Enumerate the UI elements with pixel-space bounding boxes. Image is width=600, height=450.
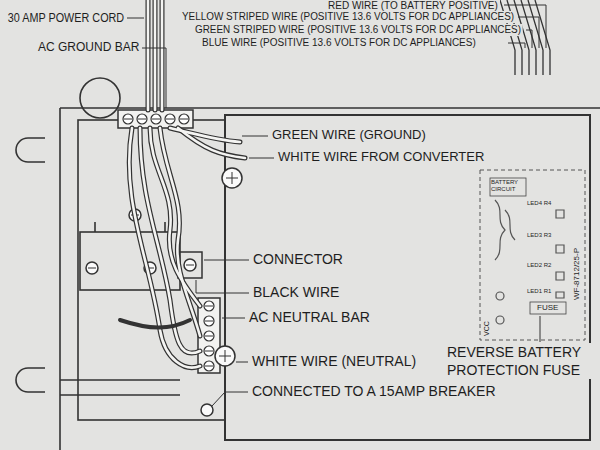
ground-bar [118,110,193,128]
circuit-board [480,170,585,340]
callout-label: FUSE [537,303,558,312]
callout-label: AC GROUND BAR [36,41,141,55]
callout-label: LED3 R3 [527,232,551,239]
callout-label: WHITE WIRE (NEUTRAL) [250,353,418,369]
callout-label: YELLOW STRIPED WIRE (POSITIVE 13.6 VOLTS… [180,11,516,23]
callout-label: WHITE WIRE FROM CONVERTER [276,150,486,165]
callout-label: GREEN WIRE (GROUND) [270,128,428,143]
callout-label: REVERSE BATTERY PROTECTION FUSE [445,343,599,379]
callout-label: AC NEUTRAL BAR [247,309,372,325]
callout-label: VCC [483,321,491,336]
callout-label: RED WIRE (TO BATTERY POSITIVE) [326,0,500,12]
callout-label: 30 AMP POWER CORD [6,12,126,26]
callout-label: BLUE WIRE (POSITIVE 13.6 VOLTS FOR DC AP… [200,37,478,49]
screws [86,168,242,416]
panel-outline [16,78,600,450]
callout-label: LED2 R2 [527,262,551,269]
callout-label: LED4 R4 [527,200,551,207]
callout-label: LED1 R1 [527,288,551,295]
callout-label: BLACK WIRE [251,284,341,300]
callout-label: GREEN STRIPED WIRE (POSITIVE 13.6 VOLTS … [193,24,523,36]
ac-wires [120,0,245,368]
callout-label: WF-8712/25-P [572,248,581,300]
callout-label: CONNECTED TO A 15AMP BREAKER [250,383,498,399]
callout-label: CONNECTOR [251,251,345,267]
callout-label: BATTERY CIRCUIT [491,179,525,192]
